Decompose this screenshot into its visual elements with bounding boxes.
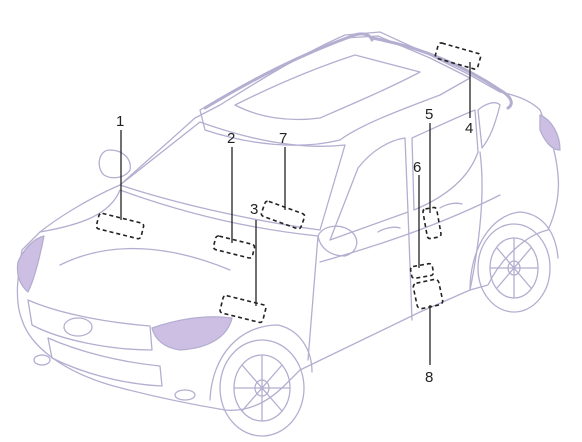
headlight-left [16,235,45,293]
front-door-handle [377,226,401,233]
marker-3 [219,294,267,324]
fog-light-left [33,354,51,366]
lower-grille [47,337,163,387]
marker-5 [422,206,442,240]
callout-8: 8 [425,369,433,386]
callout-2: 2 [227,130,235,147]
rear-door-window [411,109,479,211]
marker-8 [412,278,444,310]
rear-quarter-glass [477,102,501,149]
windshield [119,121,346,231]
front-door-window [329,137,409,241]
rear-door-seam [469,151,483,291]
marker-1 [95,212,145,240]
callout-1: 1 [116,113,124,130]
marker-6 [409,262,435,280]
headlight-right [151,316,233,351]
front-wheel-arch [209,324,313,401]
front-wheel [209,324,313,437]
callout-5: 5 [425,106,433,123]
rear-wheel-arch [469,211,559,291]
callout-4: 4 [465,120,473,137]
left-mirror [98,149,131,179]
rear-door-handle [439,202,463,209]
callout-3: 3 [250,201,258,218]
callout-7: 7 [279,130,287,147]
roof-rail-rear [370,36,513,110]
marker-7 [260,200,306,230]
taillight [539,114,561,151]
callout-6: 6 [413,159,421,176]
suv-illustration [16,31,561,437]
roof-rail [203,32,374,110]
rear-wheel [469,211,559,313]
marker-2 [212,235,256,259]
location-markers [95,42,482,324]
callout-numbers: 1 2 3 4 5 6 7 8 [116,106,473,386]
sunroof [234,54,421,121]
car-body-outline [16,31,560,411]
hood-edge [39,189,319,237]
right-mirror [317,225,358,257]
front-grille [27,299,153,351]
fog-light-right [174,389,196,401]
front-door-seam [307,211,413,361]
front-emblem [63,317,93,337]
leader-lines [120,62,471,365]
hood-center-crease [59,247,231,271]
